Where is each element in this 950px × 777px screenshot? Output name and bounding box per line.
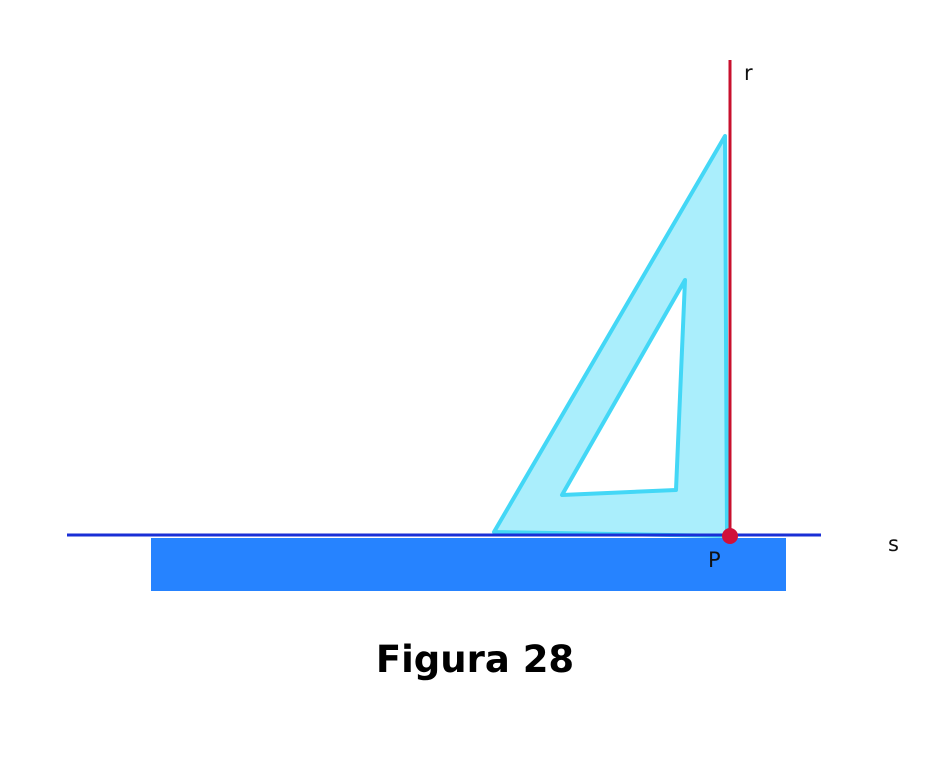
figure-caption: Figura 28 (376, 638, 574, 681)
point-p (722, 528, 738, 544)
line-s-label: s (888, 532, 899, 556)
ruler (151, 538, 786, 591)
point-p-label: P (708, 548, 721, 572)
set-square (492, 134, 729, 538)
line-r-label: r (744, 61, 753, 85)
